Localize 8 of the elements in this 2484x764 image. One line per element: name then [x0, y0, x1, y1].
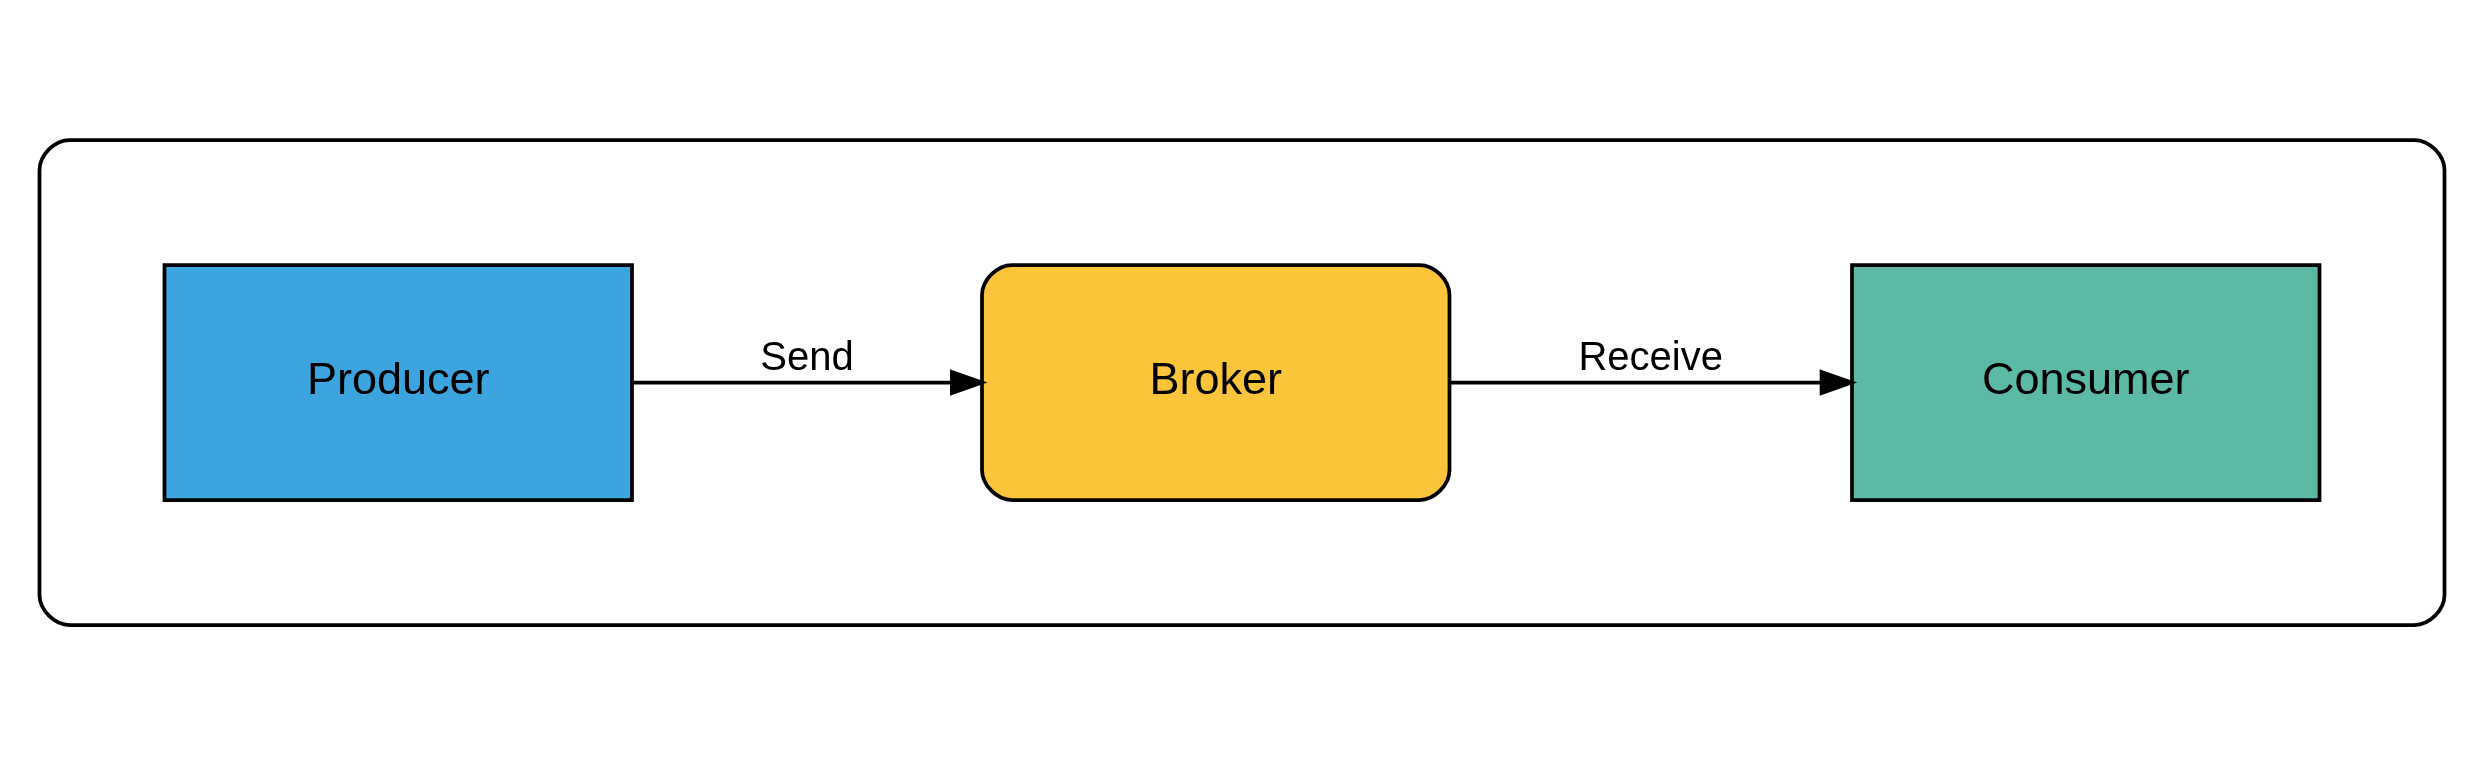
- arrow: [1450, 368, 1858, 396]
- arrow: [632, 368, 988, 396]
- node-box: Broker: [980, 262, 1452, 502]
- edge-label: Send: [760, 333, 854, 377]
- node-box: Producer: [162, 262, 634, 502]
- node-box: Consumer: [1850, 262, 2322, 502]
- cluster: [37, 137, 2447, 627]
- edge-label: Receive: [1578, 333, 1724, 377]
